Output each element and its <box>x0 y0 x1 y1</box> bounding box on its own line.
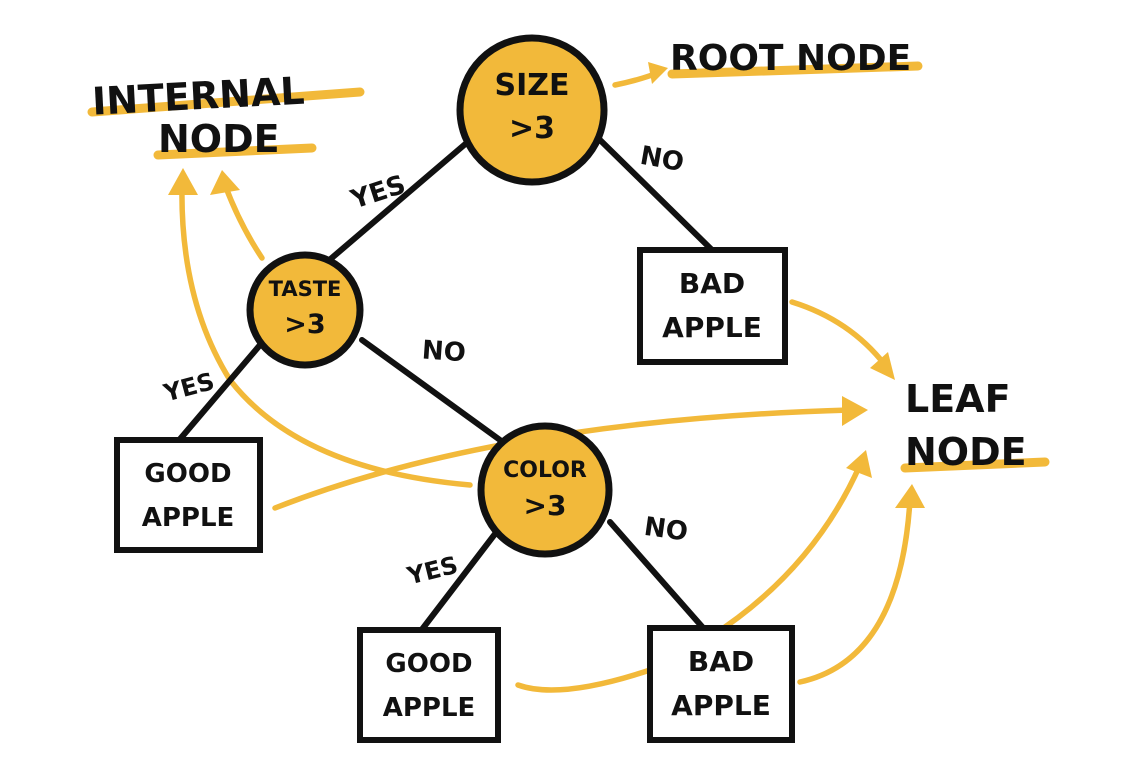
leaf-good-left-line2: APPLE <box>142 503 235 533</box>
arrowhead-good-bottom-leaf <box>846 450 872 478</box>
leaf-bad-top-line2: APPLE <box>662 311 762 344</box>
leaf-good-left-box <box>114 437 263 553</box>
leaf-bad-bottom-line1: BAD <box>688 645 754 678</box>
label-leaf-node-line1: LEAF <box>905 377 1011 421</box>
edge-label-root-no: NO <box>638 141 686 178</box>
edge-root-taste <box>317 137 473 271</box>
edge-label-root-yes: YES <box>347 170 410 216</box>
root-node: SIZE >3 <box>456 34 608 186</box>
taste-node-circle <box>246 251 364 369</box>
label-internal-node-line1: INTERNAL <box>91 69 306 124</box>
color-node-circle <box>477 422 613 558</box>
arrowhead-good-left-leaf <box>842 396 868 426</box>
arrowhead-bad-top-leaf <box>870 352 895 380</box>
root-node-line1: SIZE <box>494 68 569 103</box>
label-root-node: ROOT NODE <box>667 38 923 79</box>
root-node-line2: >3 <box>509 111 555 146</box>
color-node-line1: COLOR <box>503 458 587 483</box>
label-leaf-node-underline <box>900 457 1050 473</box>
color-node-line2: >3 <box>524 489 567 522</box>
color-node: COLOR >3 <box>477 422 613 558</box>
leaf-good-bottom-line1: GOOD <box>385 649 472 679</box>
edge-color-good-bottom <box>417 527 501 635</box>
edge-label-taste-no: NO <box>421 335 467 368</box>
leaf-bad-top: BAD APPLE <box>637 247 788 365</box>
label-root-node-underline <box>667 61 923 79</box>
edge-taste-color <box>359 337 503 443</box>
leaf-bad-top-line1: BAD <box>679 267 745 300</box>
edge-label-color-no: NO <box>642 512 690 548</box>
leaf-bad-bottom-line2: APPLE <box>671 689 771 722</box>
leaf-bad-top-box <box>637 247 788 365</box>
taste-node-line2: >3 <box>284 309 325 340</box>
arrowhead-bad-bottom-leaf <box>895 484 925 508</box>
label-internal-node: INTERNAL NODE <box>87 69 365 161</box>
edge-color-bad-bottom <box>607 519 708 633</box>
leaf-good-bottom: GOOD APPLE <box>357 627 501 743</box>
root-node-circle <box>456 34 608 186</box>
edge-taste-good-left <box>172 342 263 448</box>
label-internal-node-underline-1 <box>87 87 365 117</box>
label-internal-node-underline-2 <box>153 143 317 160</box>
leaf-good-bottom-box <box>357 627 501 743</box>
taste-node-line1: TASTE <box>269 277 342 301</box>
taste-node: TASTE >3 <box>246 251 364 369</box>
leaf-bad-bottom: BAD APPLE <box>647 625 795 743</box>
leaf-good-left: GOOD APPLE <box>114 437 263 553</box>
label-internal-node-line2: NODE <box>158 117 280 161</box>
edge-root-bad-top <box>595 135 715 253</box>
leaf-good-bottom-line2: APPLE <box>383 693 476 723</box>
leaf-bad-bottom-box <box>647 625 795 743</box>
tree-edges <box>172 135 715 635</box>
arrowhead-taste-internal <box>210 170 240 195</box>
edge-label-color-yes: YES <box>403 551 460 591</box>
arrow-bad-bottom-to-leaf <box>797 497 913 685</box>
arrowhead-root-label <box>648 62 668 84</box>
label-leaf-node: LEAF NODE <box>900 377 1050 474</box>
arrow-taste-to-internal <box>222 182 265 261</box>
arrow-bad-top-to-leaf <box>789 299 888 368</box>
leaf-good-left-line1: GOOD <box>144 459 231 489</box>
label-leaf-node-line2: NODE <box>905 430 1027 474</box>
arrowhead-color-internal <box>168 168 198 195</box>
label-root-node-text: ROOT NODE <box>670 38 911 79</box>
